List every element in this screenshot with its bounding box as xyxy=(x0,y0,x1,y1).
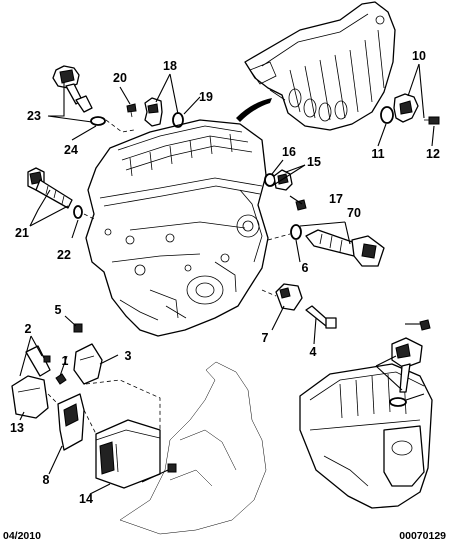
solenoid-16-left xyxy=(27,167,73,209)
solenoid-17-right xyxy=(305,229,385,267)
screw-20-mid xyxy=(295,199,307,211)
callout-19-top: 19 xyxy=(199,90,213,104)
sensor-8 xyxy=(391,337,423,393)
o-ring-24 xyxy=(90,116,106,126)
callout-19-mid: 16 xyxy=(282,145,296,159)
sensor-10 xyxy=(393,93,419,123)
intake-manifold xyxy=(244,1,396,131)
callout-18-top: 18 xyxy=(163,59,177,73)
reference-number: 00070129 xyxy=(399,530,446,542)
callout-6: 2 xyxy=(25,322,32,336)
callout-21: 7 xyxy=(262,331,269,345)
callout-20-mid: 17 xyxy=(329,192,343,206)
knock-sensor-21 xyxy=(275,283,303,311)
callout-10: 10 xyxy=(412,49,426,63)
sensor-18-mid xyxy=(273,169,293,191)
sensor-23 xyxy=(52,65,93,113)
air-box xyxy=(299,363,433,509)
callout-15-right: 6 xyxy=(302,261,309,275)
leader-lines xyxy=(19,63,435,495)
bracket-6 xyxy=(25,345,51,377)
callout-70: 5 xyxy=(55,303,62,317)
callout-5: 13 xyxy=(10,421,24,435)
connector-arrow xyxy=(236,98,272,122)
callout-17: 70 xyxy=(347,206,361,220)
engine-block xyxy=(85,119,269,337)
callout-12: 12 xyxy=(426,147,440,161)
callout-18-mid: 15 xyxy=(307,155,321,169)
bolt-22 xyxy=(305,305,337,329)
bracket-2 xyxy=(57,393,85,451)
callout-23: 23 xyxy=(27,109,41,123)
callout-16: 21 xyxy=(15,226,29,240)
o-ring-14 xyxy=(389,397,407,407)
callout-11: 11 xyxy=(371,147,384,161)
screw-20-top xyxy=(126,103,137,118)
ecu-1 xyxy=(95,419,161,489)
o-ring-11 xyxy=(380,106,394,124)
screw-3 xyxy=(167,463,177,473)
callout-7: 1 xyxy=(62,354,69,368)
callout-1: 14 xyxy=(79,492,93,506)
callout-2: 8 xyxy=(43,473,50,487)
bracket-4 xyxy=(73,343,103,385)
screw-13 xyxy=(419,319,431,331)
o-ring-15-left xyxy=(73,205,83,219)
date-code: 04/2010 xyxy=(3,530,41,542)
screw-12 xyxy=(424,116,440,125)
callout-4: 3 xyxy=(125,349,132,363)
callout-22: 4 xyxy=(310,345,317,359)
o-ring-15-right xyxy=(290,224,302,240)
callout-24: 24 xyxy=(64,143,78,157)
clip-7 xyxy=(55,373,67,385)
callout-labels: 23 24 20 18 19 10 11 12 16 15 17 21 22 7… xyxy=(10,49,440,506)
module-5 xyxy=(11,375,49,419)
body-panel-left xyxy=(119,361,267,535)
sensor-18-top xyxy=(144,97,163,127)
callout-15-left: 22 xyxy=(57,248,71,262)
callout-20-top: 20 xyxy=(113,71,127,85)
